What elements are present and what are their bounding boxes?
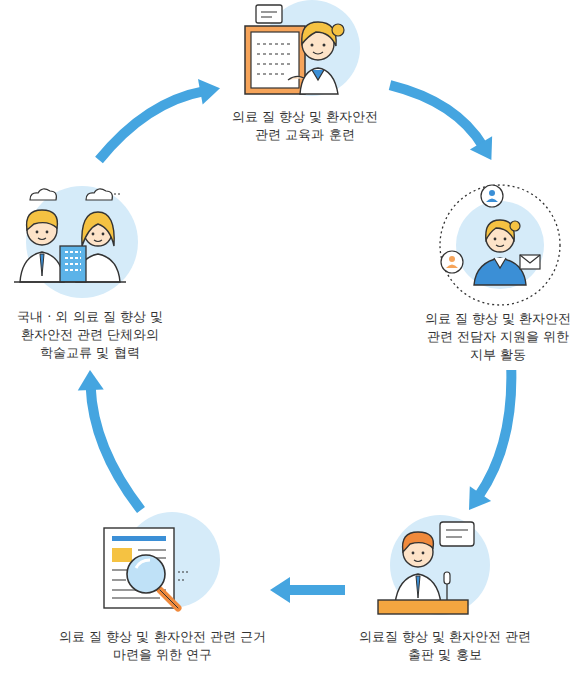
arrow-head — [470, 136, 492, 160]
arrow-shaft — [478, 370, 511, 497]
cycle-arrow — [390, 85, 492, 160]
activity-node: 국내 · 외 의료 질 향상 및 환자안전 관련 단체와의 학술교류 및 협력 — [0, 160, 180, 370]
activity-node: 의료 질 향상 및 환자안전 관련 교육과 훈련 — [220, 0, 390, 152]
activity-label: 의료 질 향상 및 환자안전 관련 근거 마련을 위한 연구 — [55, 628, 270, 664]
network-illustration — [440, 185, 560, 305]
activity-node: 의료 질 향상 및 환자안전 관련 전담자 지원을 위한 지부 활동 — [415, 160, 581, 370]
arrow-head — [78, 370, 104, 390]
activity-node: 의료질 향상 및 환자안전 관련 출판 및 홍보 — [345, 510, 545, 670]
activity-label: 의료 질 향상 및 환자안전 관련 교육과 훈련 — [220, 108, 390, 144]
arrow-head — [270, 577, 290, 603]
activity-label: 국내 · 외 의료 질 향상 및 환자안전 관련 단체와의 학술교류 및 협력 — [0, 308, 180, 362]
teacher-illustration — [245, 0, 360, 96]
cycle-arrow — [270, 577, 345, 603]
activity-label: 의료 질 향상 및 환자안전 관련 전담자 지원을 위한 지부 활동 — [415, 310, 581, 364]
arrow-shaft — [91, 386, 141, 510]
cycle-arrow — [99, 79, 220, 160]
arrow-shaft — [99, 91, 204, 160]
research-illustration — [104, 512, 220, 608]
arrow-shaft — [286, 585, 345, 595]
cooperation-illustration — [14, 186, 138, 298]
arrow-shaft — [390, 85, 483, 146]
arrow-head — [469, 486, 491, 510]
cycle-arrow — [78, 370, 141, 510]
cycle-arrow — [469, 370, 511, 510]
activity-label: 의료질 향상 및 환자안전 관련 출판 및 홍보 — [345, 628, 545, 664]
arrow-head — [198, 79, 220, 105]
activity-node: 의료 질 향상 및 환자안전 관련 근거 마련을 위한 연구 — [55, 510, 270, 670]
speaker-illustration — [378, 515, 490, 615]
